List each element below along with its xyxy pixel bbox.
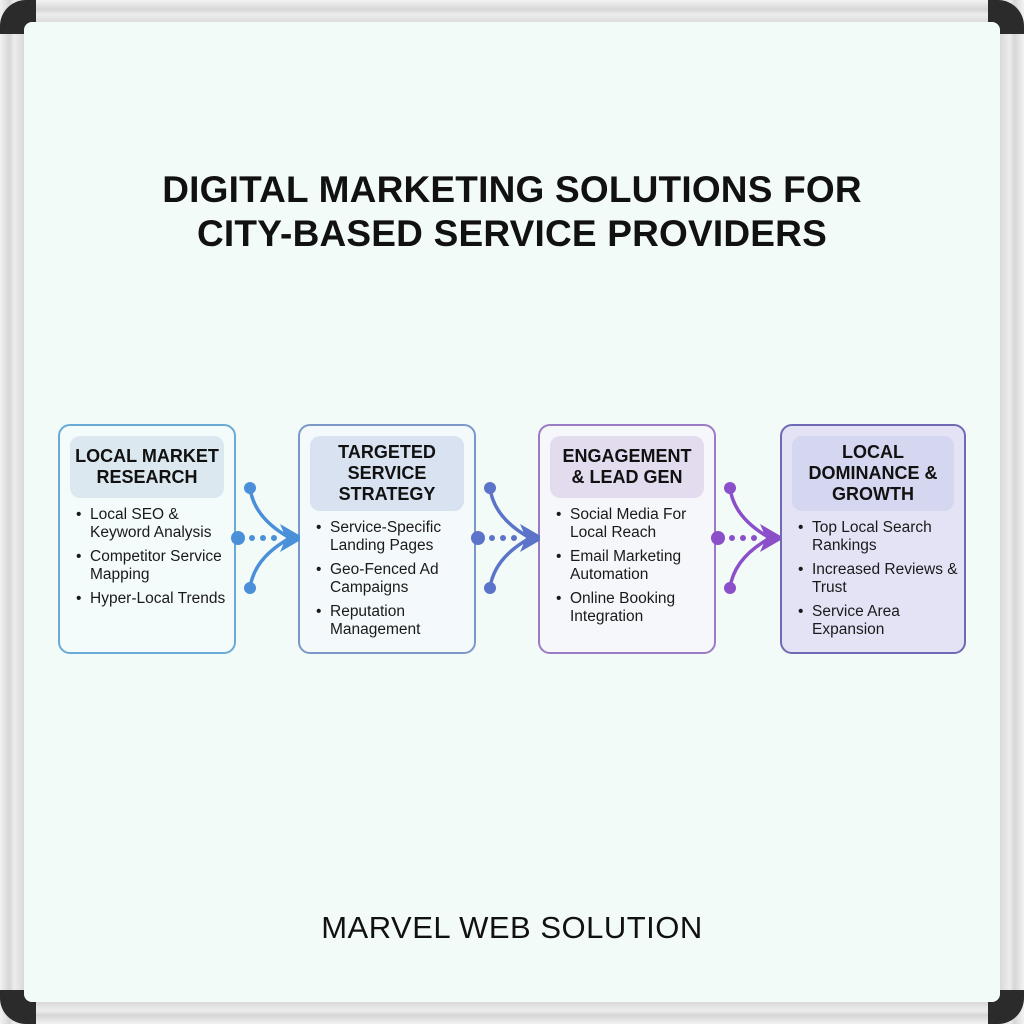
list-item: Online Booking Integration	[556, 590, 714, 626]
stage-items: Social Media For Local Reach Email Marke…	[540, 506, 714, 626]
list-item: Reputation Management	[316, 603, 474, 639]
list-item: Geo-Fenced Ad Campaigns	[316, 561, 474, 597]
list-item: Email Marketing Automation	[556, 548, 714, 584]
whiteboard-frame-left	[0, 0, 24, 1024]
whiteboard-frame-bottom	[0, 1002, 1024, 1024]
list-item: Service-Specific Landing Pages	[316, 519, 474, 555]
list-item: Service Area Expansion	[798, 603, 964, 639]
title-line-1: DIGITAL MARKETING SOLUTIONS FOR	[162, 169, 862, 210]
stage-heading: LOCAL MARKET RESEARCH	[70, 436, 224, 498]
stage-items: Service-Specific Landing Pages Geo-Fence…	[300, 519, 474, 639]
page-title: DIGITAL MARKETING SOLUTIONS FOR CITY-BAS…	[0, 168, 1024, 256]
stage-heading: LOCAL DOMINANCE & GROWTH	[792, 436, 954, 511]
stage-card-local-market-research: LOCAL MARKET RESEARCH Local SEO & Keywor…	[58, 424, 236, 654]
stage-items: Local SEO & Keyword Analysis Competitor …	[60, 506, 234, 608]
list-item: Social Media For Local Reach	[556, 506, 714, 542]
stage-card-local-dominance-growth: LOCAL DOMINANCE & GROWTH Top Local Searc…	[780, 424, 966, 654]
list-item: Increased Reviews & Trust	[798, 561, 964, 597]
flow-arrow-icon	[711, 482, 780, 594]
list-item: Top Local Search Rankings	[798, 519, 964, 555]
stage-items: Top Local Search Rankings Increased Revi…	[782, 519, 964, 639]
stage-heading: TARGETED SERVICE STRATEGY	[310, 436, 464, 511]
whiteboard-frame-top	[0, 0, 1024, 24]
title-line-2: CITY-BASED SERVICE PROVIDERS	[197, 213, 827, 254]
flow-arrow-icon	[471, 482, 540, 594]
flow-arrow-icon	[231, 482, 300, 594]
stage-card-engagement-lead-gen: ENGAGEMENT & LEAD GEN Social Media For L…	[538, 424, 716, 654]
list-item: Local SEO & Keyword Analysis	[76, 506, 234, 542]
whiteboard-frame-right	[1000, 0, 1024, 1024]
list-item: Hyper-Local Trends	[76, 590, 234, 608]
brand-footer: MARVEL WEB SOLUTION	[321, 910, 703, 945]
stage-heading: ENGAGEMENT & LEAD GEN	[550, 436, 704, 498]
stage-card-targeted-service-strategy: TARGETED SERVICE STRATEGY Service-Specif…	[298, 424, 476, 654]
list-item: Competitor Service Mapping	[76, 548, 234, 584]
